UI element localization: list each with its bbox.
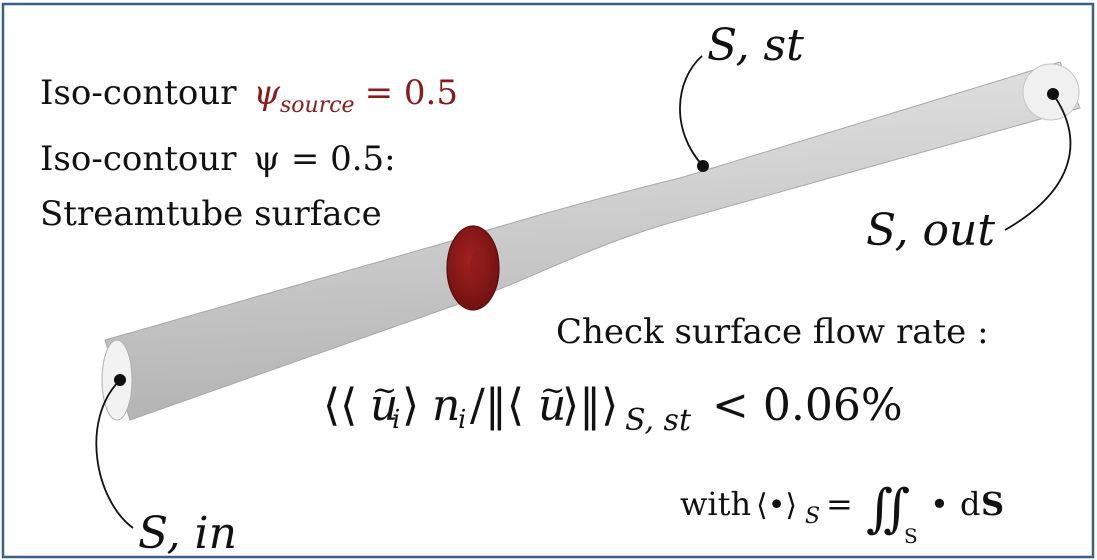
svg-text:~: ~ bbox=[540, 373, 565, 408]
iso-source-sub: source bbox=[280, 93, 355, 118]
streamtube-surface bbox=[104, 61, 1081, 421]
check-flow-label: Check surface flow rate : bbox=[556, 312, 989, 352]
s-out-leader bbox=[1004, 93, 1072, 231]
svg-text:S: S bbox=[805, 504, 820, 529]
svg-text:Iso-contour ψsource= 0.5: Iso-contour ψsource = 0.5 bbox=[40, 73, 458, 118]
flow-rate-value: < 0.06% bbox=[712, 380, 903, 431]
svg-text:i: i bbox=[392, 405, 400, 435]
svg-text:⟩‖⟩: ⟩‖⟩ bbox=[562, 380, 618, 431]
iso-source-prefix: Iso-contour bbox=[40, 73, 237, 113]
svg-text:⟩: ⟩ bbox=[402, 380, 419, 431]
source-iso-disc-inner bbox=[470, 250, 490, 282]
with-word: with bbox=[680, 485, 751, 523]
svg-text:⟨•⟩: ⟨•⟩ bbox=[756, 488, 797, 523]
svg-text:=: = bbox=[826, 485, 853, 523]
svg-text:Iso-contour ψ = 0.5:: Iso-contour ψ = 0.5: bbox=[40, 139, 396, 179]
s-out-label: S, out bbox=[866, 205, 995, 256]
streamtube-label: Streamtube surface bbox=[40, 194, 382, 234]
svg-text:i: i bbox=[458, 405, 466, 435]
s-st-label: S, st bbox=[707, 20, 804, 71]
s-in-label: S, in bbox=[138, 508, 237, 559]
svg-text:S: S bbox=[981, 485, 1004, 523]
svg-text:~: ~ bbox=[372, 373, 397, 408]
svg-text:S, st: S, st bbox=[625, 403, 692, 438]
svg-text:⟨⟨: ⟨⟨ bbox=[323, 380, 357, 431]
iso-source-eq: = 0.5 bbox=[365, 73, 458, 113]
svg-text:u: u bbox=[370, 380, 398, 431]
svg-text:•: • bbox=[930, 485, 949, 523]
s-in-leader bbox=[95, 379, 134, 529]
svg-text:/‖⟨: /‖⟨ bbox=[470, 380, 524, 431]
surface-average-definition: with ⟨•⟩ S = ∬ S • d S bbox=[680, 479, 1004, 548]
svg-text:n: n bbox=[432, 380, 460, 431]
iso-psi-eq: ψ = 0.5: bbox=[253, 139, 395, 179]
svg-text:∬: ∬ bbox=[866, 479, 910, 539]
svg-text:S: S bbox=[904, 524, 918, 548]
svg-text:u: u bbox=[538, 380, 566, 431]
svg-text:d: d bbox=[960, 485, 980, 523]
iso-source-psi: ψ bbox=[253, 73, 280, 113]
s-st-leader bbox=[679, 55, 704, 167]
flow-rate-formula: ⟨⟨ u ~ i ⟩ n i /‖⟨ u ~ ⟩‖⟩ S, st < 0.06% bbox=[323, 373, 903, 438]
iso-psi-prefix: Iso-contour bbox=[40, 139, 237, 179]
